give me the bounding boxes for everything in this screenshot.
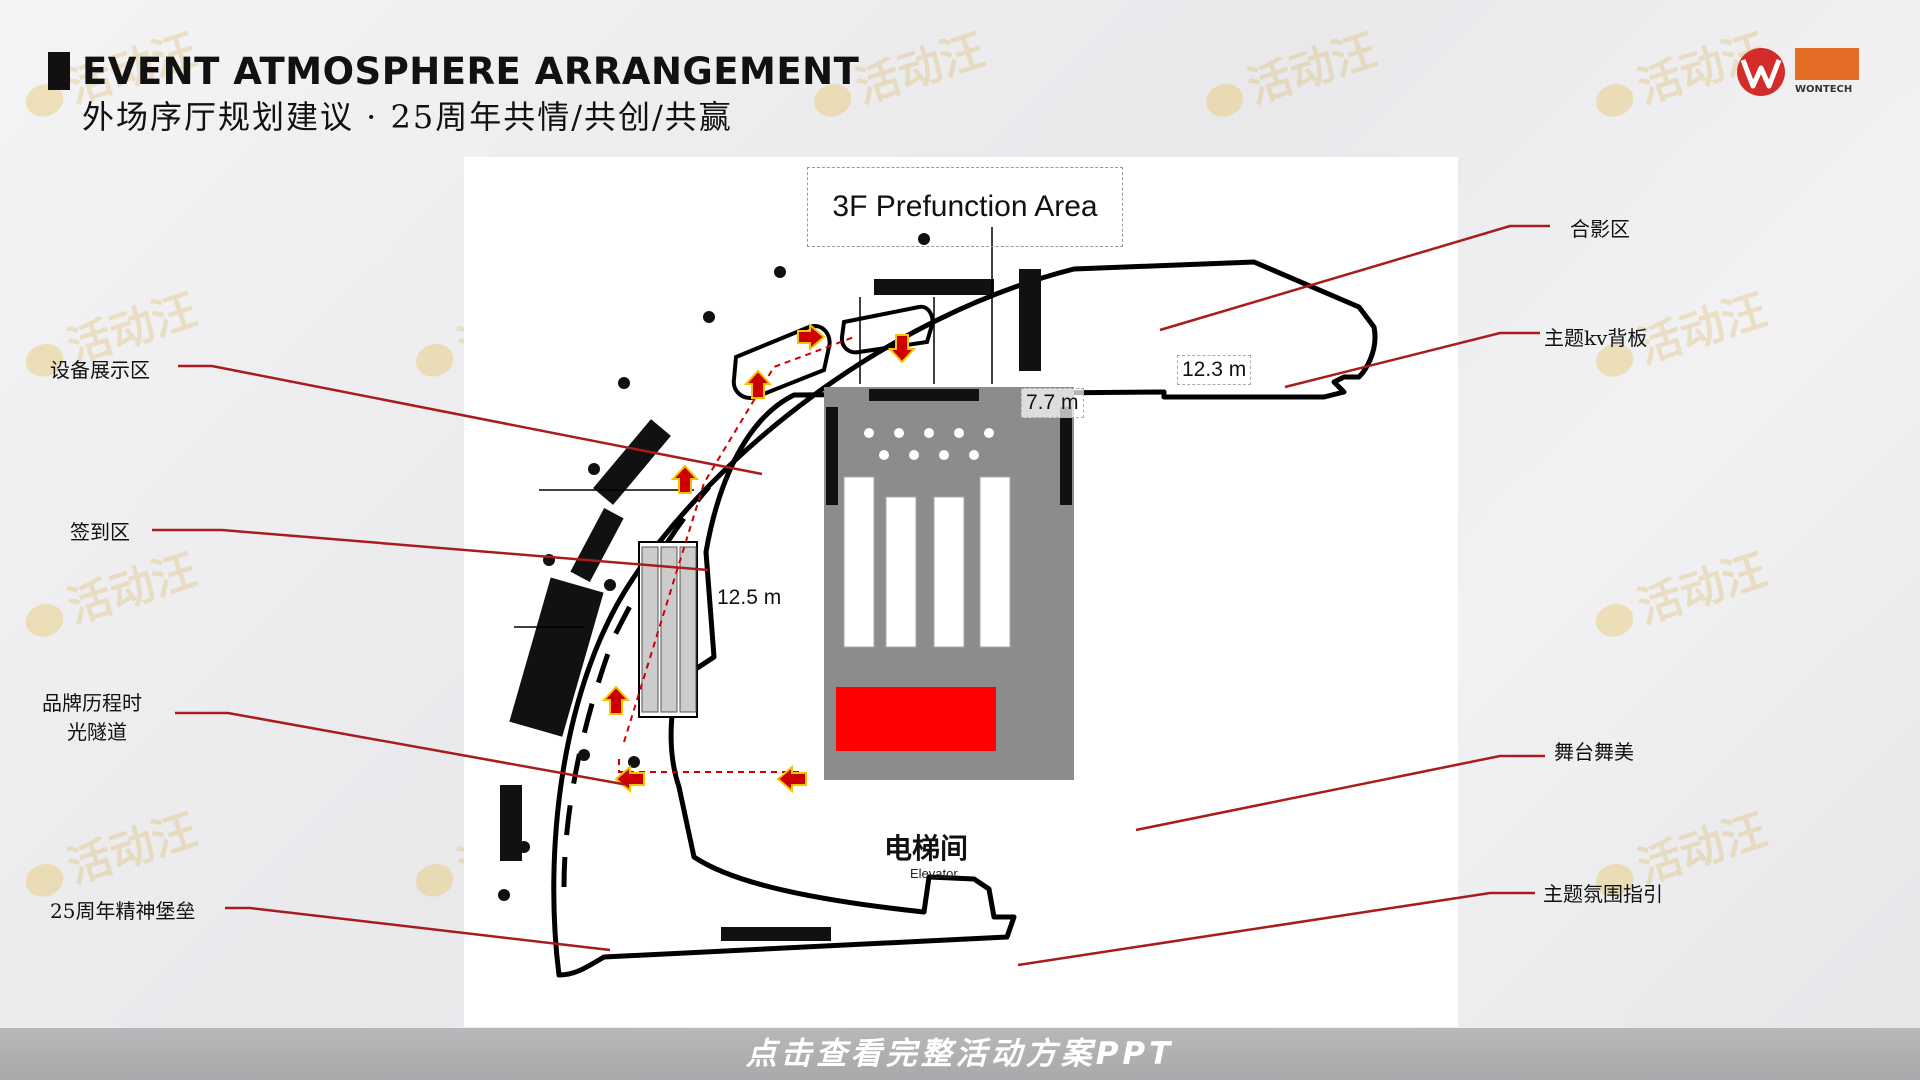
pillar: [604, 579, 616, 591]
pillar: [918, 233, 930, 245]
pillar: [618, 377, 630, 389]
fortress-block: [500, 785, 522, 861]
counter-1: [731, 324, 832, 400]
label-fortress: 25周年精神堡垒: [50, 899, 196, 923]
pillar: [774, 266, 786, 278]
leader-guide: [1017, 891, 1535, 967]
dimension-corridor: 12.5 m: [717, 586, 782, 609]
hall-wall-left: [826, 407, 838, 505]
leader-fortress: [225, 906, 611, 952]
label-brand-tunnel-2: 光隧道: [67, 720, 127, 744]
tables: [864, 428, 994, 460]
curved-dashes: [561, 485, 711, 888]
photo-wall: [874, 279, 994, 295]
label-kv: 主题kv背板: [1544, 326, 1648, 350]
leader-tunnel: [175, 711, 629, 787]
pillar: [588, 463, 600, 475]
label-equipment: 设备展示区: [50, 358, 150, 382]
label-brand-tunnel-1: 品牌历程时: [42, 691, 142, 715]
equipment-block: [593, 419, 671, 505]
leader-kv: [1284, 331, 1540, 389]
area-title: 3F Prefunction Area: [807, 167, 1123, 247]
stage-size-label: 舞台 8 X 4.5: [1147, 872, 1157, 925]
dimension-height: 12.3 m: [1177, 355, 1252, 385]
footer-link[interactable]: 点击查看完整活动方案PPT: [745, 1036, 1175, 1072]
label-stage: 舞台舞美: [1554, 740, 1634, 764]
seating-rows: [843, 476, 1011, 648]
title-mark: [48, 52, 70, 90]
brand-logo: WONTECH: [1733, 46, 1861, 98]
counter-2: [839, 304, 935, 355]
elevator-label: 电梯间: [884, 832, 969, 865]
elevator-label-en: Elevator: [910, 866, 958, 881]
label-guide: 主题氛围指引: [1543, 882, 1663, 906]
leader-signin: [152, 528, 709, 572]
logo-mark-icon: [1737, 48, 1859, 96]
outer-wall: [551, 259, 1378, 978]
label-signin: 签到区: [70, 520, 130, 544]
pillar: [578, 749, 590, 761]
signin-block: [570, 508, 624, 582]
page-subtitle: 外场序厅规划建议 · 25周年共情/共创/共赢: [82, 98, 733, 136]
footer-bar[interactable]: 点击查看完整活动方案PPT: [0, 1028, 1920, 1080]
floor-plan-drawing: [498, 227, 1378, 978]
label-photo: 合影区: [1570, 217, 1630, 241]
dimension-lines: [514, 227, 993, 628]
kv-wall: [1019, 269, 1041, 371]
leader-equipment: [178, 364, 763, 476]
pillar: [703, 311, 715, 323]
floor-plan: 3F Prefunction Area 12.3 m 7.7 m 12.5 m …: [464, 157, 1458, 1027]
page-title: EVENT ATMOSPHERE ARRANGEMENT: [82, 50, 860, 93]
leader-photo: [1159, 224, 1550, 332]
leader-stage: [1135, 754, 1545, 832]
stage-label: 舞台舞美: [1094, 849, 1191, 874]
dimension-width: 7.7 m: [1021, 388, 1084, 418]
hall-wall-right: [1060, 407, 1072, 505]
pillar: [498, 889, 510, 901]
guide-bar: [721, 927, 831, 941]
pillar: [518, 841, 530, 853]
tunnel-block: [509, 577, 604, 737]
escalators: [638, 541, 698, 718]
guide-arrows: [601, 322, 917, 794]
hall-wall-top: [869, 389, 979, 401]
logo-text: WONTECH: [1795, 84, 1853, 95]
stage: [836, 687, 996, 751]
